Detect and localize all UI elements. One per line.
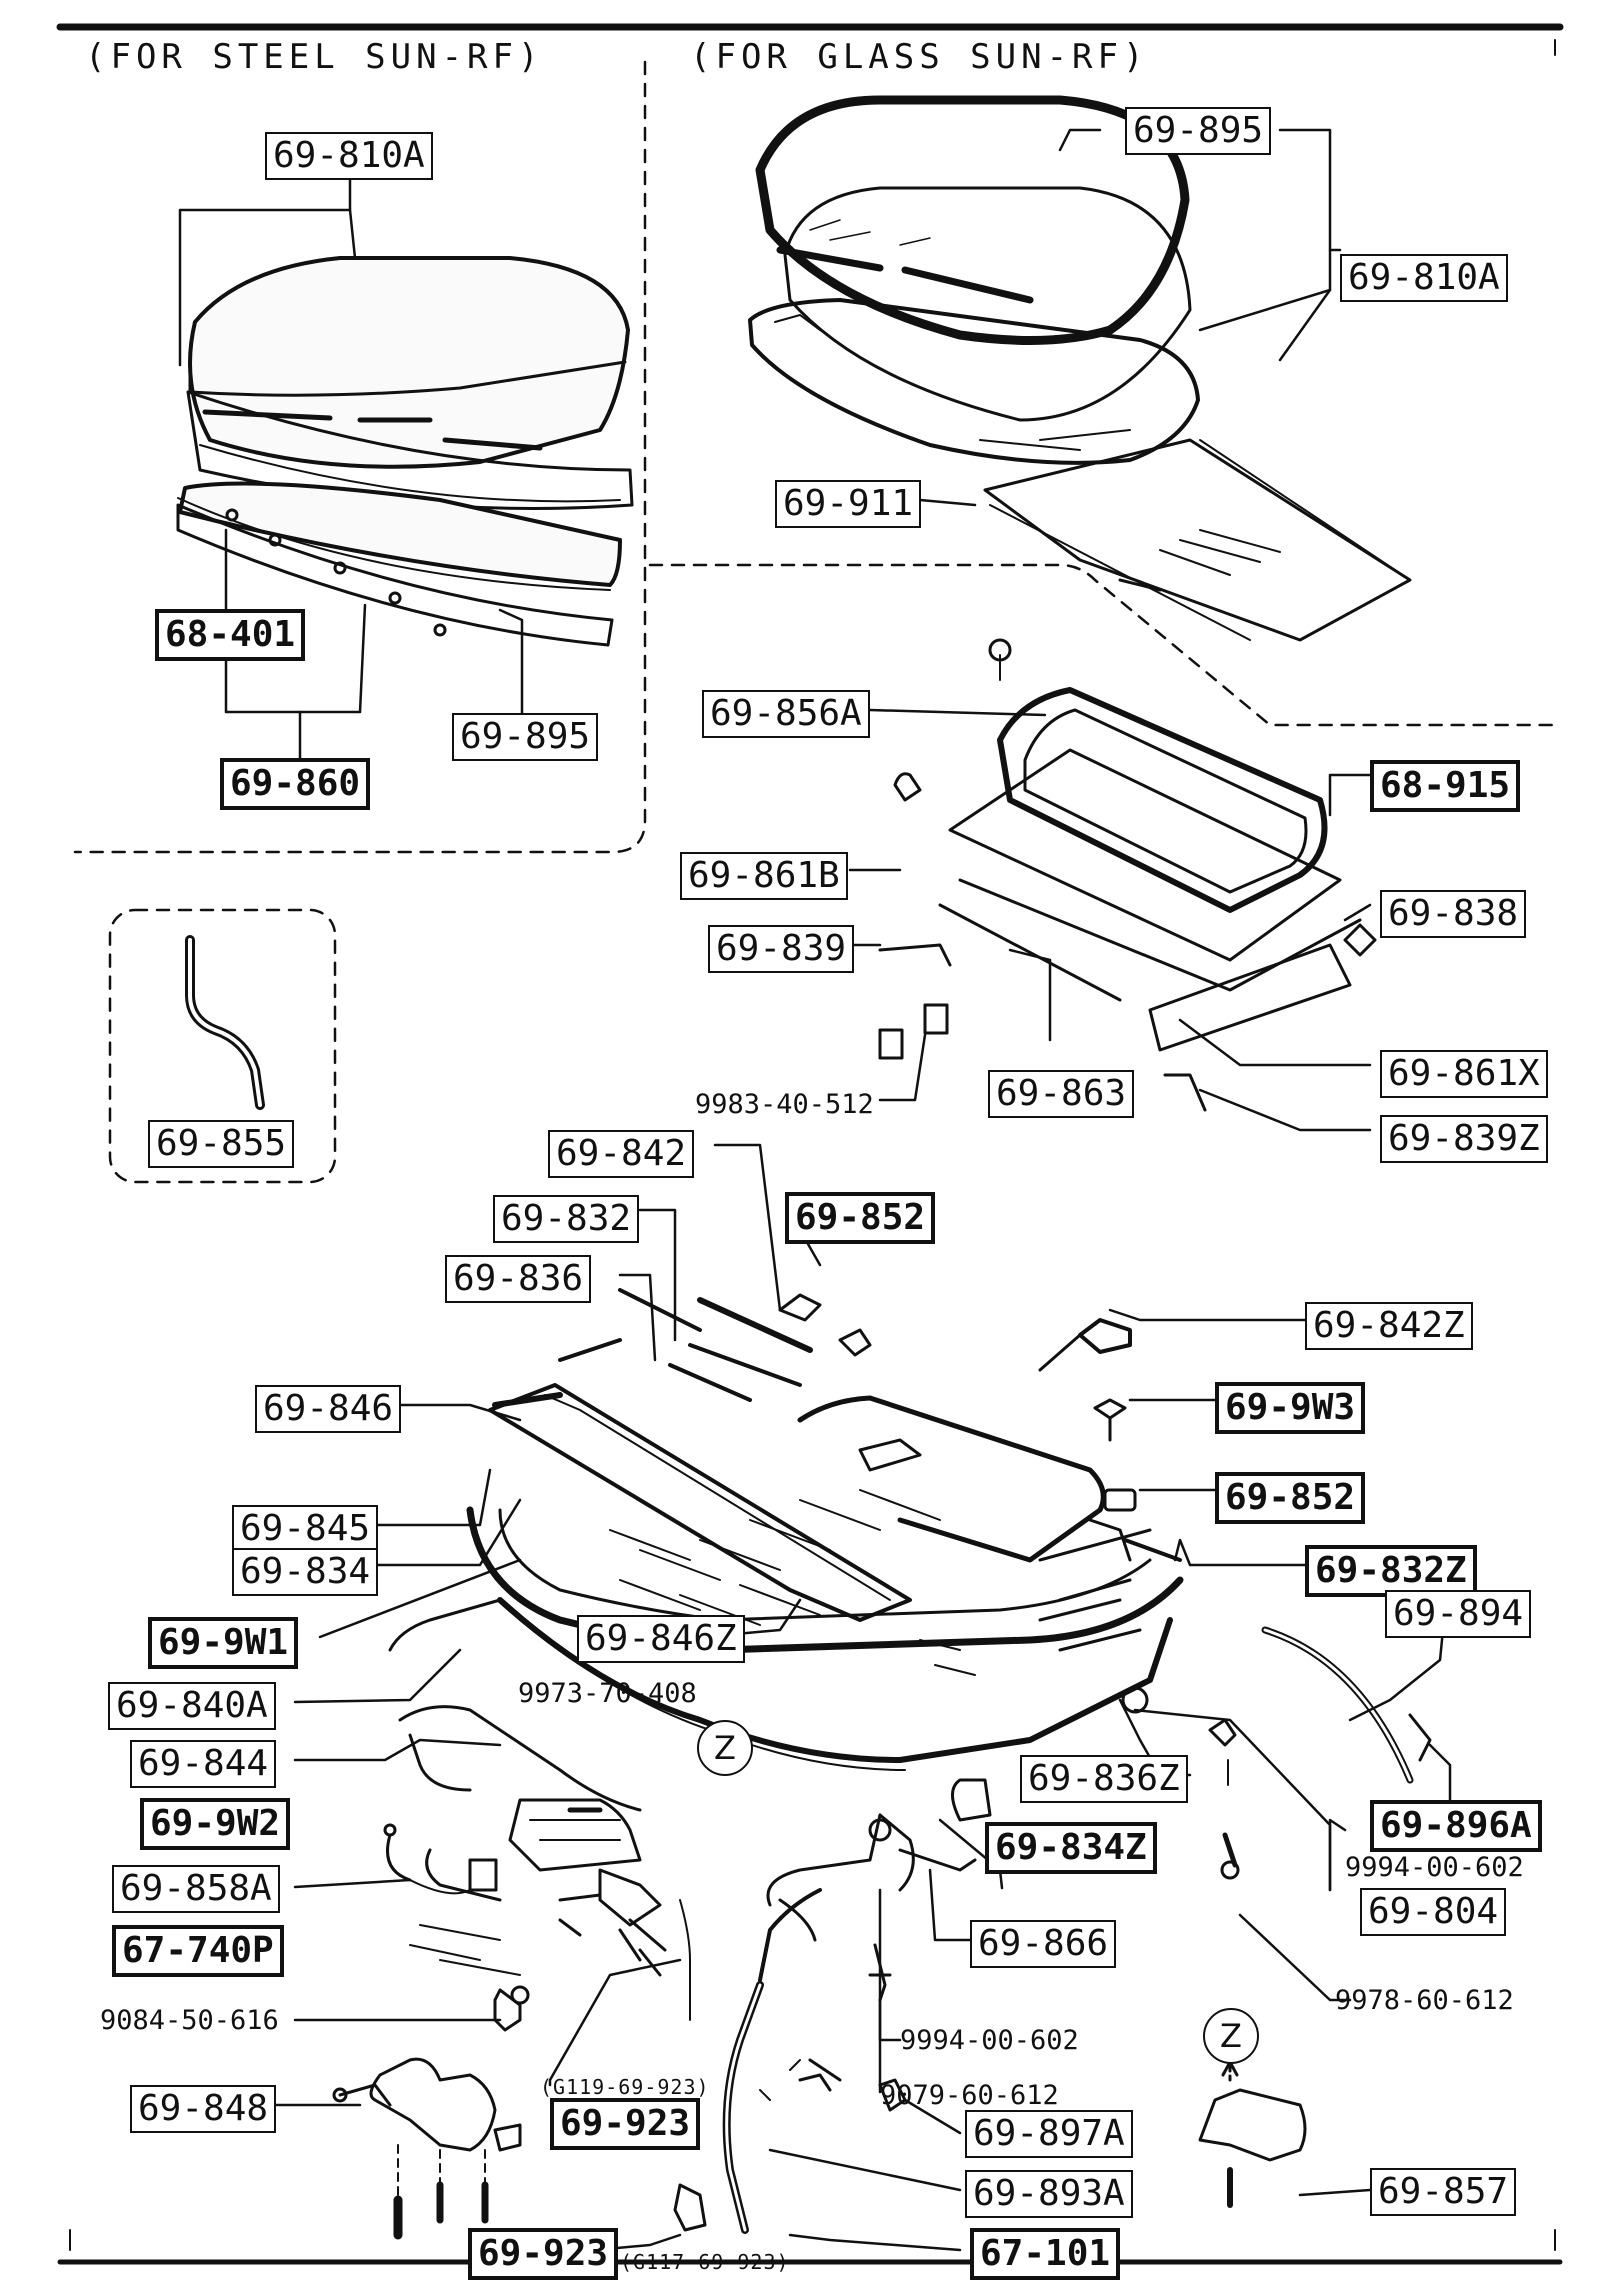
part-label-69-834Z: 69-834Z — [985, 1822, 1157, 1874]
part-label-69-911: 69-911 — [775, 480, 922, 528]
part-label-69-896A: 69-896A — [1370, 1800, 1542, 1852]
part-label-9079-60-612: 9079-60-612 — [880, 2080, 1059, 2111]
part-label-9084-50-616: 9084-50-616 — [100, 2005, 279, 2036]
part-label-9978-60-612: 9978-60-612 — [1335, 1985, 1514, 2016]
part-label-69-834: 69-834 — [232, 1548, 379, 1596]
detail-callout-z-target: Z — [1203, 2008, 1259, 2064]
part-label-69-810A-glass: 69-810A — [1340, 254, 1508, 302]
section-dividers — [73, 60, 1557, 1184]
part-label-69-857: 69-857 — [1370, 2168, 1517, 2216]
part-label-69-897A: 69-897A — [965, 2110, 1133, 2158]
part-label-69-842: 69-842 — [548, 1130, 695, 1178]
part-label-69-836Z: 69-836Z — [1020, 1755, 1188, 1803]
part-label-69-9W1: 69-9W1 — [148, 1617, 299, 1669]
drain-tube-69-855 — [185, 935, 265, 1110]
part-label-69-855: 69-855 — [148, 1120, 295, 1168]
part-label-69-842Z: 69-842Z — [1305, 1302, 1473, 1350]
part-label-69-810A-steel: 69-810A — [265, 132, 433, 180]
part-label-69-856A: 69-856A — [702, 690, 870, 738]
motor-assembly — [332, 1798, 707, 2240]
glass-sunroof-header: (FOR GLASS SUN-RF) — [690, 37, 1149, 77]
part-label-69-893A: 69-893A — [965, 2170, 1133, 2218]
part-label-69-840A: 69-840A — [108, 1682, 276, 1730]
part-label-G117-69-923: (G117-69-923) — [620, 2250, 790, 2274]
part-label-68-401: 68-401 — [155, 609, 306, 661]
part-label-69-923-upper: 69-923 — [550, 2098, 701, 2150]
part-label-9994-00-602-lower: 9994-00-602 — [900, 2025, 1079, 2056]
part-label-69-848: 69-848 — [130, 2085, 277, 2133]
part-label-G119-69-923: (G119-69-923) — [540, 2075, 710, 2099]
part-label-69-832Z: 69-832Z — [1305, 1545, 1477, 1597]
part-label-9983-40-512: 9983-40-512 — [695, 1089, 874, 1120]
part-label-69-923-lower: 69-923 — [468, 2228, 619, 2280]
part-label-69-832: 69-832 — [493, 1195, 640, 1243]
part-label-69-861X: 69-861X — [1380, 1050, 1548, 1098]
part-label-69-838: 69-838 — [1380, 890, 1527, 938]
part-label-69-895-steel: 69-895 — [452, 713, 599, 761]
steel-sunroof-header: (FOR STEEL SUN-RF) — [85, 37, 544, 77]
part-label-67-740P: 67-740P — [112, 1925, 284, 1977]
part-label-69-9W3: 69-9W3 — [1215, 1382, 1366, 1434]
steel-sunroof-assembly — [176, 256, 634, 647]
part-label-69-844: 69-844 — [130, 1740, 277, 1788]
part-label-69-863: 69-863 — [988, 1070, 1135, 1118]
part-label-69-861B: 69-861B — [680, 852, 848, 900]
part-label-9973-70-408: 9973-70-408 — [518, 1678, 697, 1709]
rails-and-cables — [492, 1288, 1432, 2234]
leader-lines — [178, 128, 1452, 2252]
part-label-9994-00-602-right: 9994-00-602 — [1345, 1852, 1524, 1883]
part-label-69-894: 69-894 — [1385, 1590, 1532, 1638]
part-label-69-839Z: 69-839Z — [1380, 1115, 1548, 1163]
page-border — [56, 23, 1564, 2265]
main-sunroof-frame — [388, 1383, 1184, 1812]
glass-sunroof-assembly — [748, 95, 1412, 642]
roof-frame-assembly — [878, 638, 1377, 1112]
part-label-69-860: 69-860 — [220, 758, 371, 810]
part-label-69-845: 69-845 — [232, 1505, 379, 1553]
part-label-69-839: 69-839 — [708, 925, 855, 973]
part-label-69-895-glass: 69-895 — [1125, 107, 1272, 155]
part-label-69-9W2: 69-9W2 — [140, 1798, 291, 1850]
small-fittings — [558, 1718, 1307, 2208]
part-label-69-852-lower: 69-852 — [1215, 1472, 1366, 1524]
part-label-69-804: 69-804 — [1360, 1888, 1507, 1936]
part-label-68-915: 68-915 — [1370, 760, 1521, 812]
detail-callout-z: Z — [697, 1720, 753, 1776]
part-label-69-846: 69-846 — [255, 1385, 402, 1433]
part-label-67-101: 67-101 — [970, 2228, 1121, 2280]
part-label-69-846Z: 69-846Z — [577, 1615, 745, 1663]
part-label-69-836: 69-836 — [445, 1255, 592, 1303]
part-label-69-866: 69-866 — [970, 1920, 1117, 1968]
part-label-69-858A: 69-858A — [112, 1865, 280, 1913]
part-label-69-852-upper: 69-852 — [785, 1192, 936, 1244]
